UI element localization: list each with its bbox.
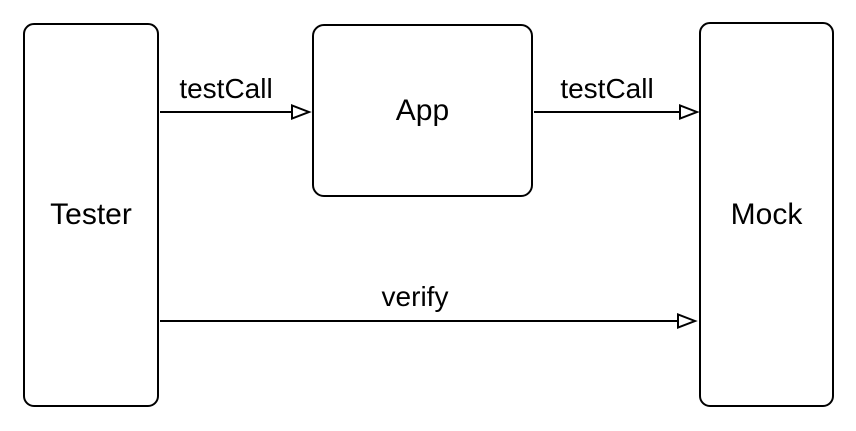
node-mock-label: Mock	[730, 197, 803, 231]
edge-tester-mock-arrowhead-icon	[677, 313, 698, 329]
node-mock: Mock	[699, 22, 834, 407]
node-tester: Tester	[23, 23, 159, 407]
edge-tester-app-label: testCall	[179, 73, 273, 104]
edge-app-mock-label: testCall	[560, 73, 654, 104]
edge-app-mock-arrowhead-icon	[679, 104, 700, 120]
node-app-label: App	[395, 93, 450, 127]
node-tester-label: Tester	[50, 198, 132, 231]
edge-tester-mock-label: verify	[381, 281, 449, 312]
edge-tester-app-arrowhead-icon	[291, 104, 312, 120]
node-app: App	[312, 24, 533, 197]
